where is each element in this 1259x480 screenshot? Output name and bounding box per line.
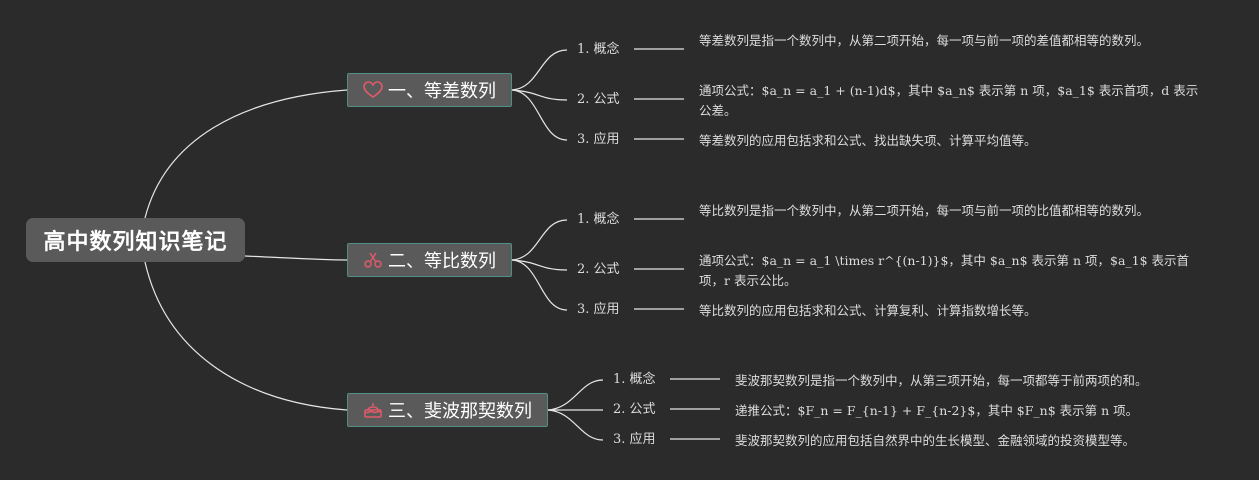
branch-title: 二、等比数列 <box>388 251 496 272</box>
branch-title: 三、斐波那契数列 <box>388 401 532 422</box>
scissors-icon <box>362 250 384 270</box>
connector-b3-c1 <box>547 379 604 411</box>
connector-root-branch-2 <box>244 255 348 261</box>
leaf-label[interactable]: 2. 公式 <box>613 402 656 417</box>
leaf-label[interactable]: 2. 公式 <box>577 262 620 277</box>
connector-b3-c3 <box>547 409 604 441</box>
leaf-label[interactable]: 1. 概念 <box>613 372 656 387</box>
leaf-text: 斐波那契数列是指一个数列中，从第三项开始，每一项都等于前两项的和。 <box>735 373 1148 388</box>
leaf-text: 通项公式：$a_n = a_1 + (n-1)d$，其中 $a_n$ 表示第 n… <box>699 83 1199 118</box>
leaf-text: 等比数列是指一个数列中，从第二项开始，每一项与前一项的比值都相等的数列。 <box>699 203 1150 218</box>
connector-b2-c2 <box>511 259 568 271</box>
root-title: 高中数列知识笔记 <box>43 230 228 255</box>
leaf-label[interactable]: 2. 公式 <box>577 92 620 107</box>
leaf-label[interactable]: 1. 概念 <box>577 212 620 227</box>
connector-b2-c3 <box>511 259 568 311</box>
branch-node-fibonacci[interactable]: 三、斐波那契数列 <box>347 393 548 427</box>
leaf-text: 斐波那契数列的应用包括自然界中的生长模型、金融领域的投资模型等。 <box>735 433 1136 448</box>
leaf-label[interactable]: 3. 应用 <box>577 132 620 147</box>
leaf-label[interactable]: 3. 应用 <box>613 432 656 447</box>
connector-root-branch-3 <box>144 261 348 411</box>
branch-node-arithmetic[interactable]: 一、等差数列 <box>347 73 512 107</box>
connector-root-branch-1 <box>144 89 348 219</box>
connector-b1-c2 <box>511 89 568 101</box>
branch-title: 一、等差数列 <box>388 81 496 102</box>
connector-b2-c1 <box>511 219 568 261</box>
leaf-label[interactable]: 1. 概念 <box>577 42 620 57</box>
leaf-text: 递推公式：$F_n = F_{n-1} + F_{n-2}$，其中 $F_n$ … <box>735 403 1139 418</box>
root-node[interactable]: 高中数列知识笔记 <box>26 218 245 262</box>
leaf-label[interactable]: 3. 应用 <box>577 302 620 317</box>
leaf-text: 等差数列的应用包括求和公式、找出缺失项、计算平均值等。 <box>699 133 1037 148</box>
cake-icon <box>362 400 384 420</box>
connector-b1-c1 <box>511 49 568 91</box>
connector-b1-c3 <box>511 89 568 141</box>
branch-node-geometric[interactable]: 二、等比数列 <box>347 243 512 277</box>
leaf-text: 等比数列的应用包括求和公式、计算复利、计算指数增长等。 <box>699 303 1037 318</box>
leaf-text: 等差数列是指一个数列中，从第二项开始，每一项与前一项的差值都相等的数列。 <box>699 33 1150 48</box>
leaf-text: 通项公式：$a_n = a_1 \times r^{(n-1)}$，其中 $a_… <box>699 253 1190 288</box>
heart-icon <box>362 80 384 100</box>
